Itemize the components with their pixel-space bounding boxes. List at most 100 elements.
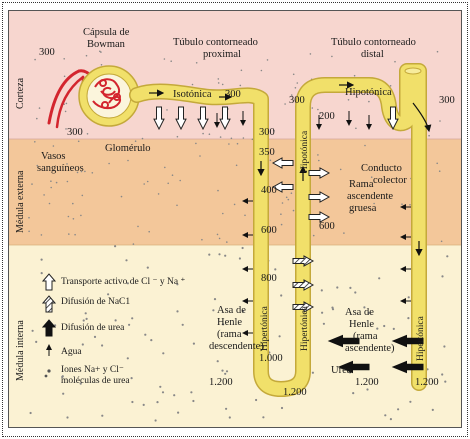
solute-dot [237, 143, 239, 145]
solute-dot [407, 317, 409, 319]
solute-dot [100, 51, 102, 53]
solute-dot [201, 239, 203, 241]
osm-400: 400 [261, 185, 277, 196]
solute-dot [192, 400, 194, 402]
solute-dot [179, 180, 181, 182]
solute-dot [101, 64, 103, 66]
solute-dot [121, 196, 123, 198]
solute-dot [82, 343, 84, 345]
solute-dot [193, 343, 195, 345]
solute-dot [280, 213, 282, 215]
solute-dot [317, 154, 319, 156]
solute-dot [409, 401, 411, 403]
loop-desc-label-2: Henle [217, 317, 242, 328]
thick-ascending-label-1: Rama [349, 179, 374, 190]
solute-dot [114, 245, 116, 247]
proximal-label-2: proximal [203, 49, 241, 60]
solute-dot [173, 394, 175, 396]
solute-dot [443, 345, 445, 347]
solute-dot [393, 328, 395, 330]
solute-dot [143, 404, 145, 406]
legend-dot-icon [47, 369, 50, 372]
solute-dot [234, 204, 236, 206]
solute-dot [295, 87, 297, 89]
isotonic-label: Isotónica [173, 89, 212, 100]
legend-nacl-diffusion: Difusión de NaC1 [61, 296, 130, 307]
osm-600-mid: 600 [319, 221, 335, 232]
solute-dot [135, 140, 137, 142]
solute-dot [331, 56, 333, 58]
solute-dot [176, 310, 178, 312]
solute-dot [242, 247, 244, 249]
solute-dot [53, 145, 55, 147]
solute-dot [252, 139, 254, 141]
solute-dot [158, 193, 160, 195]
solute-dot [30, 412, 32, 414]
solute-dot [73, 218, 75, 220]
solute-dot [354, 291, 356, 293]
solute-dot [28, 231, 30, 233]
solute-dot [343, 232, 345, 234]
solute-dot [267, 59, 269, 61]
solute-dot [82, 195, 84, 197]
solute-dot [127, 357, 129, 359]
solute-dot [166, 109, 168, 111]
solute-dot [245, 331, 247, 333]
solute-dot [66, 416, 68, 418]
solute-dot [280, 294, 282, 296]
solute-dot [148, 231, 150, 233]
solute-dot [218, 253, 220, 255]
solute-dot [34, 141, 36, 143]
nephron-diagram: Corteza Médula externa Médula interna [8, 10, 462, 428]
solute-dot [143, 183, 145, 185]
thick-ascending-label-2: ascendente [347, 191, 393, 202]
collecting-duct-label-1: Conducto [361, 163, 402, 174]
solute-dot [72, 203, 74, 205]
legend-ions-1: Iones Na+ y Cl⁻ [61, 365, 124, 375]
solute-dot [156, 401, 158, 403]
solute-dot [86, 55, 88, 57]
solute-dot [101, 415, 103, 417]
solute-dot [36, 118, 38, 120]
collecting-duct-label-2: colector [373, 175, 407, 186]
solute-dot [147, 267, 149, 269]
distal-label-2: distal [361, 49, 384, 60]
solute-dot [310, 53, 312, 55]
solute-dot [92, 172, 94, 174]
solute-dot [293, 74, 295, 76]
osm-300-vessels: 300 [39, 47, 55, 58]
solute-dot [43, 194, 45, 196]
solute-dot [68, 216, 70, 218]
solute-dot [159, 386, 161, 388]
solute-dot [291, 192, 293, 194]
solute-dot [331, 307, 333, 309]
solute-dot [190, 391, 192, 393]
solute-dot [80, 215, 82, 217]
solute-dot [131, 401, 133, 403]
solute-dot [366, 388, 368, 390]
solute-dot [62, 393, 64, 395]
solute-dot [128, 324, 130, 326]
osm-300-cortex-right: 300 [439, 95, 455, 106]
hypotonic-top-label: Hipotónica [345, 87, 392, 98]
loop-asc-label-2: Henle [349, 319, 374, 330]
solute-dot [255, 399, 257, 401]
solute-dot [444, 381, 446, 383]
hypertonic-right-label: Hipertónica [416, 315, 426, 361]
solute-dot [364, 145, 366, 147]
solute-dot [170, 60, 172, 62]
solute-dot [107, 293, 109, 295]
cortex-label: Corteza [15, 77, 26, 109]
solute-dot [428, 135, 430, 137]
solute-dot [131, 377, 133, 379]
solute-dot [219, 238, 221, 240]
solute-dot [162, 391, 164, 393]
solute-dot [39, 107, 41, 109]
solute-dot [284, 103, 286, 105]
solute-dot [368, 101, 370, 103]
solute-dot [355, 128, 357, 130]
thick-ascending-label-3: gruesa [349, 203, 377, 214]
solute-dot [226, 241, 228, 243]
solute-dot [239, 257, 241, 259]
solute-dot [439, 120, 441, 122]
